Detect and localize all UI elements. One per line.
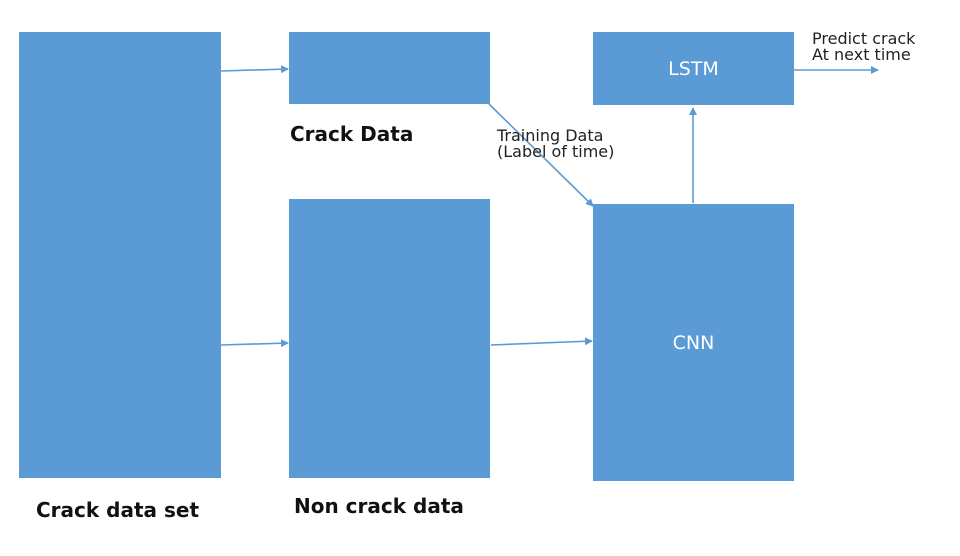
crack-data-set-caption: Crack data set — [36, 498, 200, 522]
arrow-dataset-to-non-crack-data — [220, 339, 289, 348]
prediction-line-2: At next time — [812, 45, 911, 64]
lstm-box: LSTM — [593, 32, 794, 105]
cnn-label: CNN — [672, 331, 715, 354]
lstm-label: LSTM — [668, 57, 719, 80]
cnn-box: CNN — [593, 204, 794, 481]
arrow-non-crack-data-to-cnn — [490, 337, 593, 346]
prediction-annotation: Predict crack At next time — [812, 31, 915, 63]
non-crack-data-caption: Non crack data — [294, 494, 464, 518]
non-crack-data-box — [289, 199, 490, 478]
crack-data-set-box — [19, 32, 221, 478]
prediction-line-1: Predict crack — [812, 29, 916, 48]
crack-data-caption: Crack Data — [290, 122, 414, 146]
training-data-annotation: Training Data (Label of time) — [497, 128, 614, 160]
training-data-line-1: Training Data — [497, 126, 604, 145]
training-data-line-2: (Label of time) — [497, 142, 615, 161]
arrow-dataset-to-crack-data — [220, 65, 289, 74]
arrow-crack-data-to-cnn — [488, 103, 594, 207]
crack-data-box — [289, 32, 490, 104]
